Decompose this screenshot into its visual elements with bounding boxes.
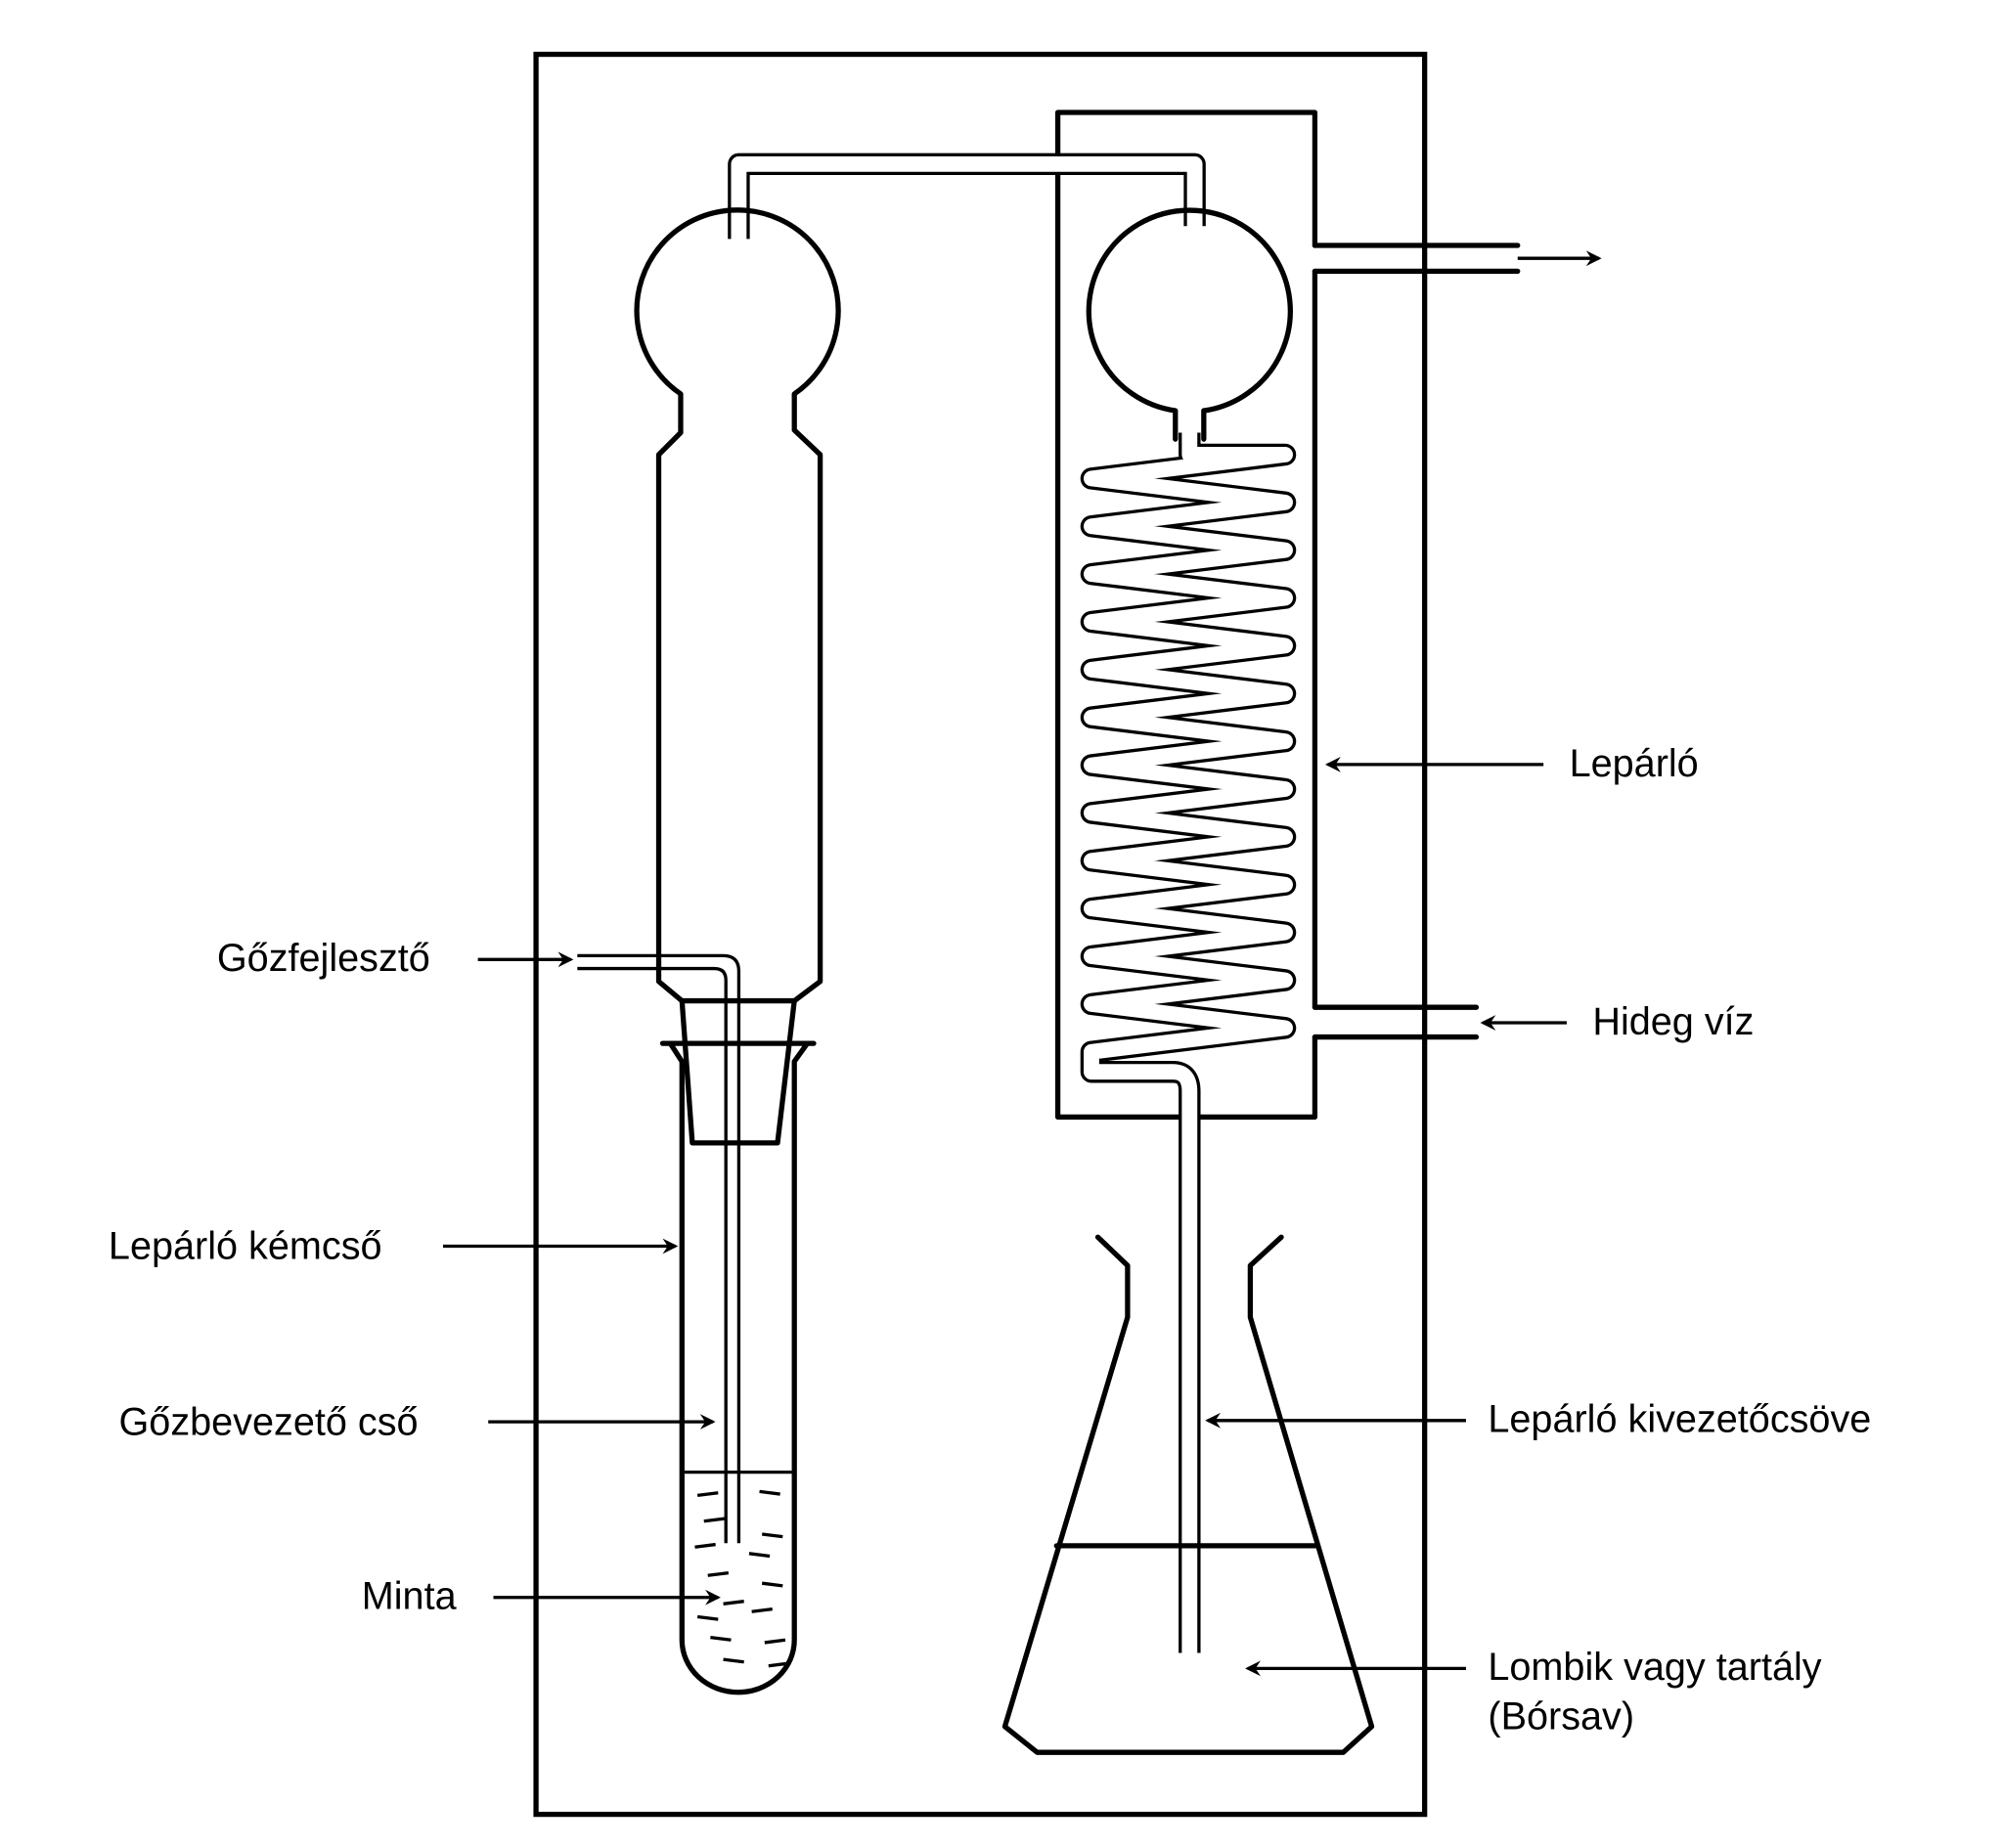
liquid-dash (768, 1661, 790, 1668)
splash-head (634, 207, 841, 1004)
label-cold-water: Hideg víz (1592, 1000, 1754, 1043)
liquid-dash (748, 1552, 771, 1559)
condenser-coil (1080, 432, 1297, 1657)
steam-inlet-tube (577, 953, 741, 1544)
coolant-outlet-pipe (1312, 242, 1521, 275)
label-outlet-tube: Lepárló kivezetőcsöve (1488, 1398, 1871, 1441)
erlenmeyer-flask (1001, 1234, 1375, 1755)
label-steam-generator: Gőzfejlesztő (217, 937, 430, 980)
label-condenser: Lepárló (1570, 742, 1699, 785)
liquid-dash (710, 1636, 732, 1642)
label-boric-acid: (Bórsav) (1488, 1694, 1634, 1738)
liquid-dash (703, 1517, 726, 1523)
liquid-dash (759, 1489, 780, 1496)
liquid-dash (707, 1570, 730, 1577)
liquid-dash (764, 1638, 786, 1645)
liquid-dash (751, 1606, 773, 1613)
liquid-dash (761, 1532, 783, 1539)
label-flask: Lombik vagy tartály (1488, 1646, 1821, 1689)
label-distillation-tube: Lepárló kémcső (109, 1225, 382, 1268)
condenser-bulb (1086, 207, 1293, 442)
condenser-jacket (1054, 110, 1318, 1121)
liquid-dash (696, 1491, 719, 1498)
connecting-tube (728, 153, 1206, 243)
liquid-dash (723, 1657, 744, 1664)
label-steam-inlet-tube: Gőzbevezető cső (118, 1400, 418, 1443)
liquid-dash (696, 1614, 719, 1621)
sample-liquid (694, 1489, 790, 1668)
label-sample: Minta (362, 1575, 458, 1618)
liquid-dash (694, 1542, 716, 1549)
liquid-dash (723, 1600, 744, 1606)
outer-frame (533, 51, 1428, 1818)
stopper (679, 997, 797, 1146)
coolant-inlet-pipe (1312, 1004, 1480, 1040)
liquid-dash (761, 1581, 783, 1588)
